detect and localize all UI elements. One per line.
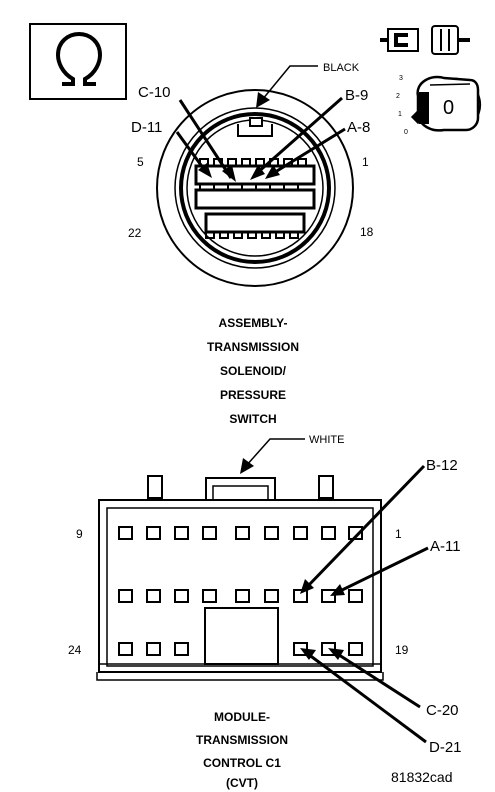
solenoid-pin-5: 5 — [137, 155, 144, 169]
module-title-line-4: (CVT) — [226, 776, 258, 790]
solenoid-pin-18: 18 — [360, 225, 374, 239]
solenoid-connector — [156, 89, 354, 287]
arrow-a8 — [265, 165, 280, 179]
ignition-key-icon: 0 3 2 1 0 — [396, 75, 482, 136]
module-title: MODULE- TRANSMISSION CONTROL C1 (CVT) — [196, 710, 288, 790]
solenoid-title: ASSEMBLY- TRANSMISSION SOLENOID/ PRESSUR… — [207, 316, 299, 426]
ignition-position-3: 3 — [399, 75, 403, 82]
solenoid-title-line-2: TRANSMISSION — [207, 340, 299, 354]
solenoid-pin-22: 22 — [128, 226, 142, 240]
ignition-key-label: 0 — [443, 97, 454, 119]
solenoid-color-arrowhead — [256, 92, 270, 108]
solenoid-title-line-1: ASSEMBLY- — [219, 316, 288, 330]
module-title-line-1: MODULE- — [214, 710, 270, 724]
module-pin-1: 1 — [395, 527, 402, 541]
solenoid-color-label: BLACK — [323, 62, 360, 74]
module-cavity-row-1 — [118, 526, 363, 540]
module-title-line-3: CONTROL C1 — [203, 756, 281, 770]
module-connector — [96, 475, 384, 681]
ignition-position-1: 1 — [398, 111, 402, 118]
module-pin-9: 9 — [76, 527, 83, 541]
ignition-position-2: 2 — [396, 93, 400, 100]
module-color-label: WHITE — [309, 434, 344, 446]
module-color-leader — [245, 438, 305, 467]
solenoid-title-line-3: SOLENOID/ — [220, 364, 287, 378]
leader-d21 — [307, 652, 427, 744]
solenoid-color-leader — [261, 65, 318, 101]
solenoid-title-line-5: SWITCH — [229, 412, 276, 426]
module-title-line-2: TRANSMISSION — [196, 733, 288, 747]
wire-label-c10: C-10 — [138, 84, 171, 101]
wire-label-a8: A-8 — [347, 119, 370, 136]
leader-b9 — [255, 96, 343, 176]
wire-label-b9: B-9 — [345, 87, 368, 104]
module-color-arrowhead — [240, 458, 254, 474]
leader-c10 — [178, 99, 233, 179]
module-cavity-row-2 — [118, 589, 363, 603]
arrow-a11 — [330, 584, 345, 596]
connector-unplugged-icon — [380, 25, 470, 55]
wire-label-b12: B-12 — [426, 457, 458, 474]
module-pin-19: 19 — [395, 643, 409, 657]
leader-a11 — [337, 546, 429, 594]
leader-b12 — [304, 464, 426, 590]
arrow-c10 — [222, 165, 236, 182]
solenoid-terminal-row-middle — [194, 185, 316, 210]
leader-a8 — [271, 127, 346, 176]
solenoid-terminal-row-bottom — [204, 212, 306, 239]
arrow-c20 — [328, 648, 344, 660]
ignition-position-0: 0 — [404, 129, 408, 136]
figure-id: 81832cad — [391, 769, 453, 785]
wire-label-d11: D-11 — [131, 119, 162, 136]
wire-label-c20: C-20 — [426, 702, 459, 719]
solenoid-pin-1: 1 — [362, 155, 369, 169]
ohm-meter-icon — [29, 23, 127, 100]
arrow-b12 — [300, 579, 314, 594]
solenoid-title-line-4: PRESSURE — [220, 388, 286, 402]
wire-label-a11: A-11 — [430, 538, 461, 555]
leader-c20 — [335, 651, 421, 709]
arrow-b9 — [250, 165, 265, 180]
leader-d11 — [175, 131, 208, 173]
module-pin-24: 24 — [68, 643, 82, 657]
arrow-d11 — [198, 163, 212, 178]
arrow-d21 — [300, 648, 316, 660]
wire-label-d21: D-21 — [429, 739, 462, 756]
